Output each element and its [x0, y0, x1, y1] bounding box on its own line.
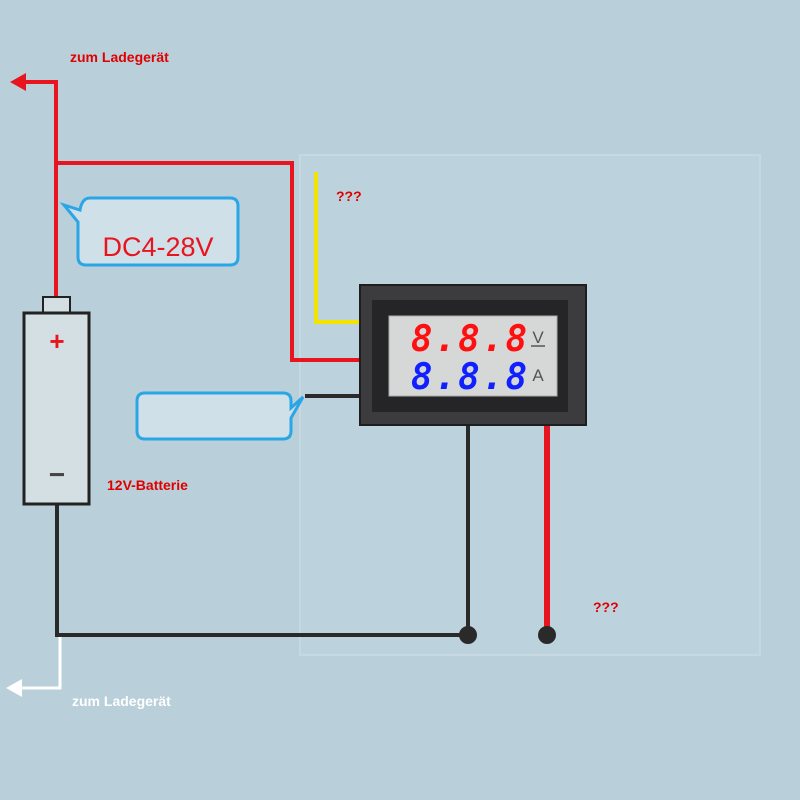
current-digits: 8.8.8 [411, 357, 529, 398]
black-wire-ground [55, 394, 470, 637]
white-wire [20, 637, 62, 690]
yellow-wire [314, 172, 360, 324]
black-terminal-dot [459, 626, 477, 644]
battery: + − [22, 296, 91, 506]
arrow-left-red-icon [10, 73, 26, 91]
label-unknown-red: ??? [593, 599, 619, 615]
voltage-unit: V [532, 328, 544, 347]
voltage-callout: DC4-28V [59, 196, 240, 267]
label-battery: 12V-Batterie [107, 477, 188, 493]
arrow-left-white-icon [6, 679, 22, 697]
red-wire-top [22, 80, 360, 362]
meter-display [388, 315, 558, 397]
voltage-digits: 8.8.8 [411, 319, 529, 360]
current-unit: A [532, 366, 544, 385]
voltage-range-label: DC4-28V [102, 232, 213, 262]
label-charger-top: zum Ladegerät [70, 49, 169, 65]
battery-body [22, 311, 91, 506]
battery-cap [42, 296, 71, 314]
label-unknown-yellow: ??? [336, 188, 362, 204]
battery-plus-label: + [49, 326, 64, 356]
empty-callout [135, 391, 305, 441]
volt-amp-meter: 8.8.8 8.8.8 V A [359, 284, 587, 426]
battery-minus-label: − [49, 459, 65, 490]
label-charger-bottom: zum Ladegerät [72, 693, 171, 709]
red-terminal-dot [538, 626, 556, 644]
